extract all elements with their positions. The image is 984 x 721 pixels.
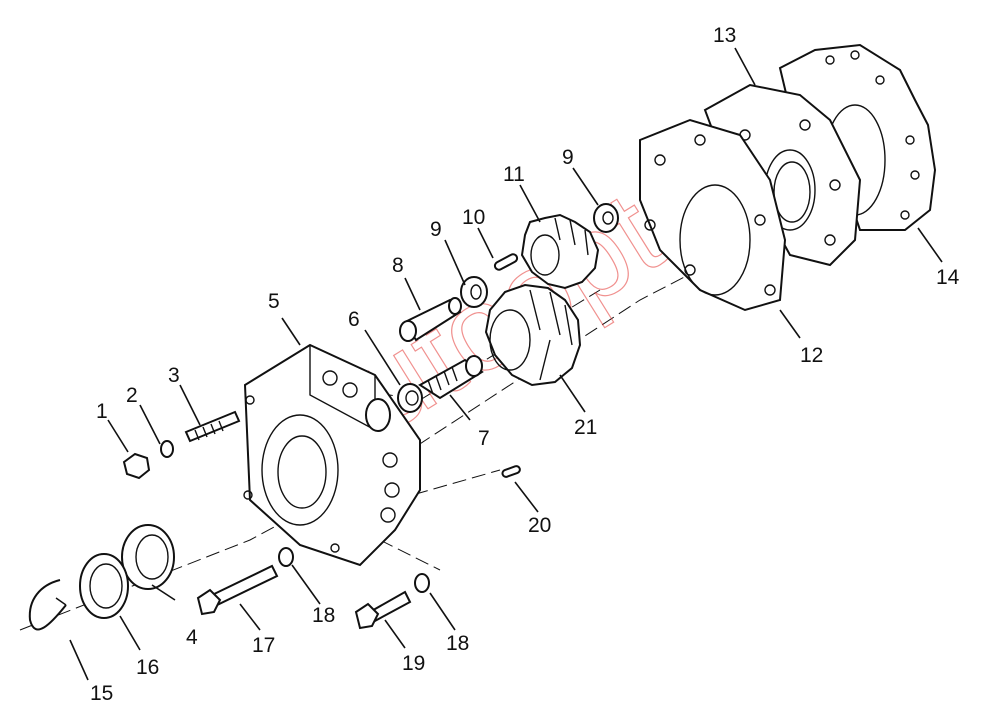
callout-18-lower: 18 bbox=[446, 632, 469, 655]
part-3-stud bbox=[184, 410, 241, 443]
callout-9-left: 9 bbox=[430, 218, 442, 241]
part-18-washer-upper bbox=[278, 547, 294, 567]
part-11-gear bbox=[520, 213, 600, 290]
part-12-gasket bbox=[639, 118, 787, 312]
callout-18-upper: 18 bbox=[312, 604, 335, 627]
part-21-gear bbox=[484, 283, 582, 387]
part-17-bolt bbox=[196, 564, 279, 616]
part-20-pin bbox=[501, 465, 521, 478]
callout-16: 16 bbox=[136, 656, 159, 679]
part-4-seal bbox=[121, 524, 175, 590]
callout-19: 19 bbox=[402, 652, 425, 675]
part-1-nut bbox=[122, 452, 151, 480]
callout-9-right: 9 bbox=[562, 146, 574, 169]
callout-8: 8 bbox=[392, 254, 404, 277]
part-18-washer-lower bbox=[414, 573, 430, 593]
part-15-snap-ring bbox=[28, 579, 67, 631]
callout-5: 5 bbox=[268, 290, 280, 313]
callout-6: 6 bbox=[348, 308, 360, 331]
part-9-washer-right bbox=[593, 203, 619, 233]
callout-2: 2 bbox=[126, 384, 138, 407]
leader-lines bbox=[69, 47, 943, 681]
callout-14: 14 bbox=[936, 266, 960, 289]
callout-11: 11 bbox=[503, 163, 525, 186]
callout-4: 4 bbox=[186, 626, 198, 649]
part-7-shaft bbox=[418, 355, 484, 400]
callout-10: 10 bbox=[462, 206, 485, 229]
callout-15: 15 bbox=[90, 682, 113, 705]
part-2-washer bbox=[160, 440, 174, 458]
callout-13: 13 bbox=[713, 24, 736, 47]
callout-21: 21 bbox=[574, 416, 597, 439]
part-19-bolt bbox=[354, 590, 412, 630]
callout-7: 7 bbox=[478, 427, 490, 450]
callout-17: 17 bbox=[252, 634, 275, 657]
part-14-plate bbox=[778, 43, 937, 231]
part-10-pin bbox=[493, 253, 519, 271]
part-6-seal bbox=[397, 383, 423, 413]
part-9-washer-left bbox=[460, 276, 488, 308]
callout-1: 1 bbox=[96, 400, 108, 423]
callouts: 1 2 3 4 5 6 7 8 9 9 10 11 12 13 14 15 16… bbox=[90, 24, 960, 705]
part-16-ring bbox=[79, 553, 129, 619]
part-8-sleeve bbox=[399, 297, 462, 342]
callout-12: 12 bbox=[800, 344, 823, 367]
callout-3: 3 bbox=[168, 364, 180, 387]
part-13-pump-body bbox=[703, 83, 862, 267]
part-5-housing bbox=[243, 343, 421, 567]
callout-20: 20 bbox=[528, 514, 551, 537]
